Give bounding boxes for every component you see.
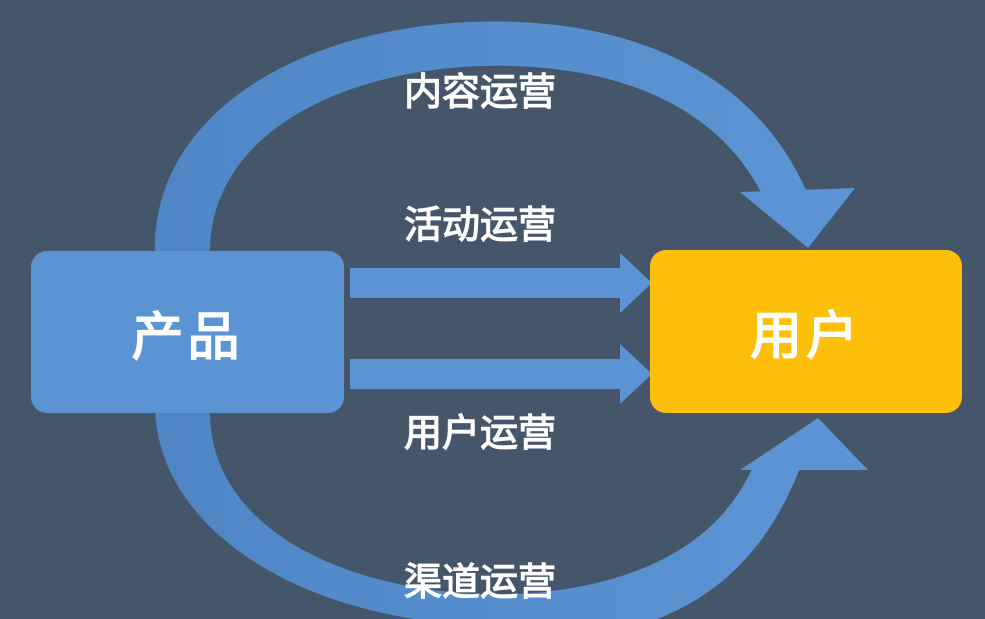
- bottom-arc-arrow-body: [155, 410, 800, 619]
- straight-arrow-upper-head: [620, 253, 652, 313]
- straight-arrow-lower-shaft: [350, 359, 622, 389]
- label-activity-operation: 活动运营: [403, 203, 556, 247]
- straight-arrow-upper-shaft: [350, 268, 622, 298]
- top-arc-arrow-body: [154, 21, 809, 255]
- product-node: 产品: [31, 251, 344, 413]
- top-arc-arrowhead: [740, 188, 855, 248]
- user-node: 用户: [650, 250, 962, 413]
- label-channel-operation: 渠道运营: [403, 560, 556, 604]
- label-content-operation: 内容运营: [403, 70, 556, 114]
- label-user-operation: 用户运营: [403, 411, 556, 455]
- bottom-arc-arrowhead: [740, 418, 868, 470]
- straight-arrow-lower-head: [620, 344, 652, 404]
